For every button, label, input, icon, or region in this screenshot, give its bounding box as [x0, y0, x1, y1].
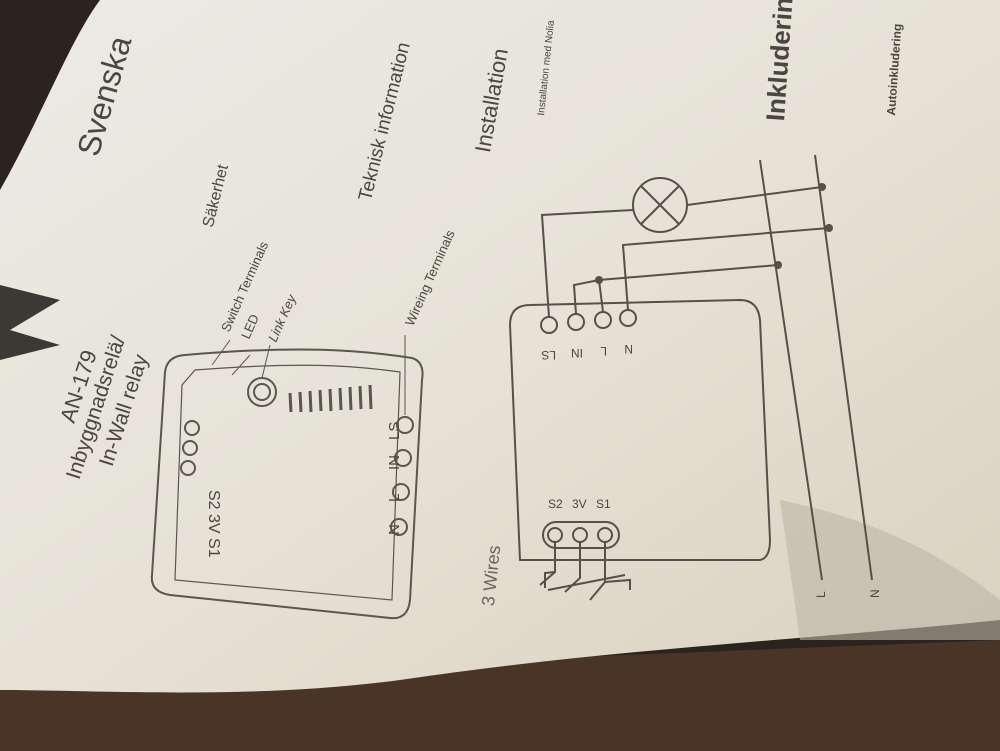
- rail-label-n: N: [868, 589, 882, 598]
- terminal-label-l: L: [600, 344, 607, 358]
- axa-logo: [0, 285, 60, 360]
- wiring-diagram: [508, 154, 873, 601]
- terminal-label-in: IN: [571, 346, 583, 360]
- rail-label-l: L: [814, 591, 828, 598]
- vent-slots: [288, 384, 373, 413]
- paper-sheet: [0, 0, 1000, 693]
- device-outline-diagram: [150, 335, 424, 620]
- terminal-label-3v: 3V: [572, 497, 587, 511]
- shadow: [780, 500, 1000, 640]
- line-n: [814, 154, 873, 581]
- terminal-label-s1: S1: [596, 497, 611, 511]
- relay-box: [508, 298, 772, 561]
- device-terminal-n: N: [386, 524, 403, 535]
- device-terminal-l: L: [386, 493, 403, 502]
- device-switch-terminal-labels: S2 3V S1: [205, 490, 222, 558]
- terminal-label-ls: LS: [541, 348, 556, 362]
- wooden-table: [0, 640, 1000, 751]
- terminal-label-s2: S2: [548, 497, 563, 511]
- screw-terminals: [180, 416, 414, 536]
- device-terminal-ls: LS: [386, 421, 403, 440]
- terminal-label-n: N: [624, 342, 633, 356]
- line-l: [759, 159, 823, 581]
- device-terminal-in: IN: [386, 455, 403, 470]
